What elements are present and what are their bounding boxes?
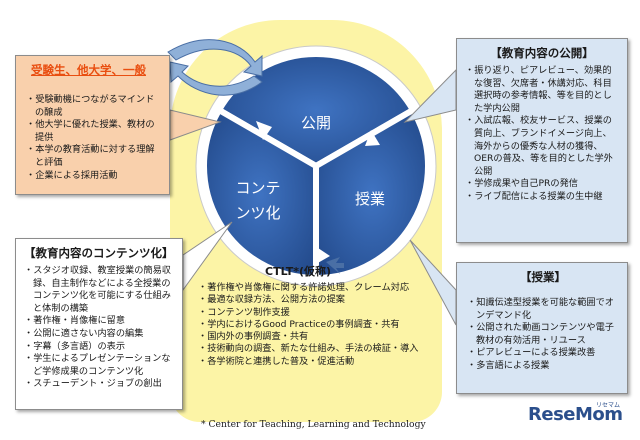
ctlt-pointer-arrow-icon [326, 257, 344, 274]
ctlt-list: 著作権や肖像権に関する許諾処理、クレーム対応 最適な収録方法、公開方法の提案 コ… [198, 282, 419, 368]
class-title: 【授業】 [520, 270, 566, 284]
contentization-item: 学生によるプレゼンテーションなど学修成果のコンテンツ化 [24, 353, 176, 378]
audience-item: 企業による採用活動 [26, 170, 161, 183]
segment-label-content-line2: ンツ化 [235, 204, 280, 222]
class-item: ピアレビューによる授業改善 [467, 347, 619, 360]
ctlt-item: 学内におけるGood Practiceの事例調査・共有 [198, 319, 419, 331]
arrow-publish-to-class [365, 130, 380, 146]
publication-item: 振り返り、ピアレビュー、効果的な復習、欠席者・休講対応、科目選択時の参考情報、等… [465, 65, 619, 115]
callout-pointer-orange [169, 109, 222, 141]
footnote: * Center for Teaching, Learning and Tech… [201, 419, 426, 430]
audience-title: 受験生、他大学、一般 [31, 63, 146, 77]
segment-content [201, 105, 319, 282]
segment-class [313, 105, 431, 282]
contentization-item: 字幕（多言語）の表示 [24, 341, 176, 354]
curved-arrow-return-icon [169, 61, 263, 96]
contentization-item: 著作権・肖像権に留意 [24, 315, 176, 328]
arrow-class-to-content [316, 248, 330, 264]
publication-box: 【教育内容の公開】 振り返り、ピアレビュー、効果的な復習、欠席者・休講対応、科目… [456, 38, 628, 243]
segment-label-publish: 公開 [301, 114, 331, 132]
contentization-item: 公開に適さない内容の編集 [24, 328, 176, 341]
class-item: 公開された動画コンテンツや電子教材の有効活用・リユース [467, 322, 619, 347]
segment-label-class: 授業 [355, 190, 385, 208]
class-item: 知識伝達型授業を可能な範囲でオンデマンド化 [467, 297, 619, 322]
ctlt-item: 国内外の事例調査・共有 [198, 331, 419, 343]
curved-arrow-icon [167, 39, 263, 77]
ctlt-item: コンテンツ制作支援 [198, 307, 419, 319]
publication-title: 【教育内容の公開】 [490, 46, 594, 60]
contentization-title: 【教育内容のコンテンツ化】 [24, 246, 174, 260]
audience-box: 受験生、他大学、一般 受験動機につながるマインドの醸成 他大学に優れた授業、教材… [15, 55, 170, 195]
ctlt-item: 技術動向の調査、新たな仕組み、手法の検証・導入 [198, 343, 418, 355]
ctlt-item: 最適な収録方法、公開方法の提案 [198, 294, 419, 306]
audience-item: 本学の教育活動に対する理解と評価 [26, 144, 161, 169]
ctlt-item: 各学術院と連携した普及・促進活動 [198, 356, 419, 368]
resemom-logo-sub: リセマム [596, 402, 621, 409]
contentization-item: スチューデント・ジョブの創出 [24, 378, 176, 391]
callout-pointer-bottom-left [182, 221, 233, 292]
contentization-box: 【教育内容のコンテンツ化】 スタジオ収録、教室授業の簡易収録、自主制作などによる… [15, 238, 183, 410]
resemom-logo: ReseMom [528, 404, 623, 425]
segment-label-content-line1: コンテ [235, 179, 280, 197]
ctlt-item: 著作権や肖像権に関する許諾処理、クレーム対応 [198, 282, 419, 294]
publication-item: 入試広報、校友サービス、授業の質向上、ブランドイメージ向上、海外からの優秀な人材… [465, 115, 619, 178]
audience-item: 他大学に優れた授業、教材の提供 [26, 119, 161, 144]
contentization-item: スタジオ収録、教室授業の簡易収録、自主制作などによる全授業のコンテンツ化を可能に… [24, 265, 176, 315]
publication-item: ライブ配信による授業の生中継 [465, 191, 619, 204]
arrow-content-to-publish [256, 121, 272, 140]
audience-item: 受験動機につながるマインドの醸成 [26, 94, 161, 119]
ctlt-title: CTLT*(仮称) [265, 265, 332, 278]
class-item: 多言語による授業 [467, 360, 619, 373]
publication-item: 学修成果や自己PRの発信 [465, 178, 619, 191]
class-box: 【授業】 知識伝達型授業を可能な範囲でオンデマンド化 公開された動画コンテンツや… [456, 262, 628, 394]
